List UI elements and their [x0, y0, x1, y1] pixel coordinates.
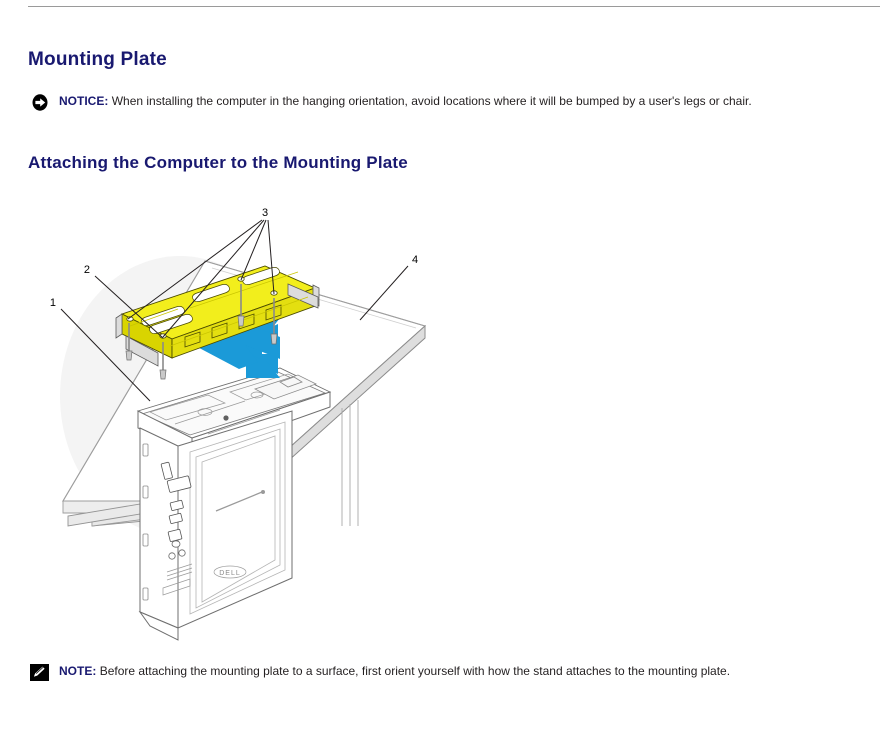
notice-body: When installing the computer in the hang…: [111, 94, 752, 108]
notice-admonition: NOTICE: When installing the computer in …: [30, 94, 752, 111]
note-pencil-icon: [30, 664, 52, 681]
note-body: Before attaching the mounting plate to a…: [99, 664, 731, 678]
note-admonition: NOTE: Before attaching the mounting plat…: [30, 664, 730, 681]
callout-2: 2: [84, 264, 90, 276]
section-title: Attaching the Computer to the Mounting P…: [28, 153, 408, 173]
mounting-plate-illustration: DELL: [30, 196, 450, 646]
page-title: Mounting Plate: [28, 48, 167, 70]
note-text: NOTE: Before attaching the mounting plat…: [59, 664, 730, 679]
callout-3: 3: [262, 207, 268, 219]
callout-4: 4: [412, 254, 418, 266]
notice-arrow-icon: [30, 94, 52, 111]
notice-text: NOTICE: When installing the computer in …: [59, 94, 752, 109]
notice-label: NOTICE:: [59, 94, 109, 108]
header-divider: [28, 6, 880, 7]
note-label: NOTE:: [59, 664, 97, 678]
callout-1: 1: [50, 297, 56, 309]
svg-text:DELL: DELL: [219, 570, 241, 577]
